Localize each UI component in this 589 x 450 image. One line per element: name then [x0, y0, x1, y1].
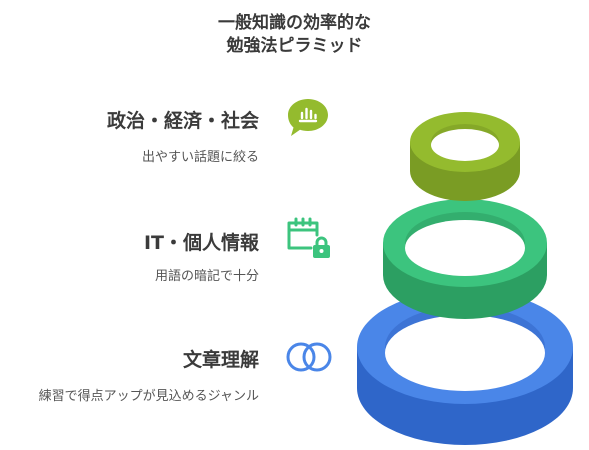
linked-rings-icon	[286, 342, 332, 372]
tier-1-description: 出やすい話題に絞る	[141, 150, 259, 165]
calendar-lock-icon	[287, 217, 330, 258]
tier-2-heading: IT・個人情報	[143, 232, 259, 254]
tier-3-description: 練習で得点アップが見込めるジャンル	[38, 389, 259, 404]
tier-2-ring	[383, 199, 547, 319]
tier-3-heading: 文章理解	[182, 349, 259, 371]
tier-1-heading: 政治・経済・社会	[106, 110, 259, 132]
tier-3-ring	[357, 290, 573, 445]
tier-1-ring	[410, 112, 520, 201]
diagram-title: 一般知識の効率的な 勉強法ピラミッド	[0, 12, 589, 58]
tier-2-description: 用語の暗記で十分	[154, 269, 259, 284]
chat-bar-chart-icon	[288, 99, 328, 136]
title-line-2: 勉強法ピラミッド	[226, 36, 363, 56]
title-line-1: 一般知識の効率的な	[218, 13, 371, 33]
